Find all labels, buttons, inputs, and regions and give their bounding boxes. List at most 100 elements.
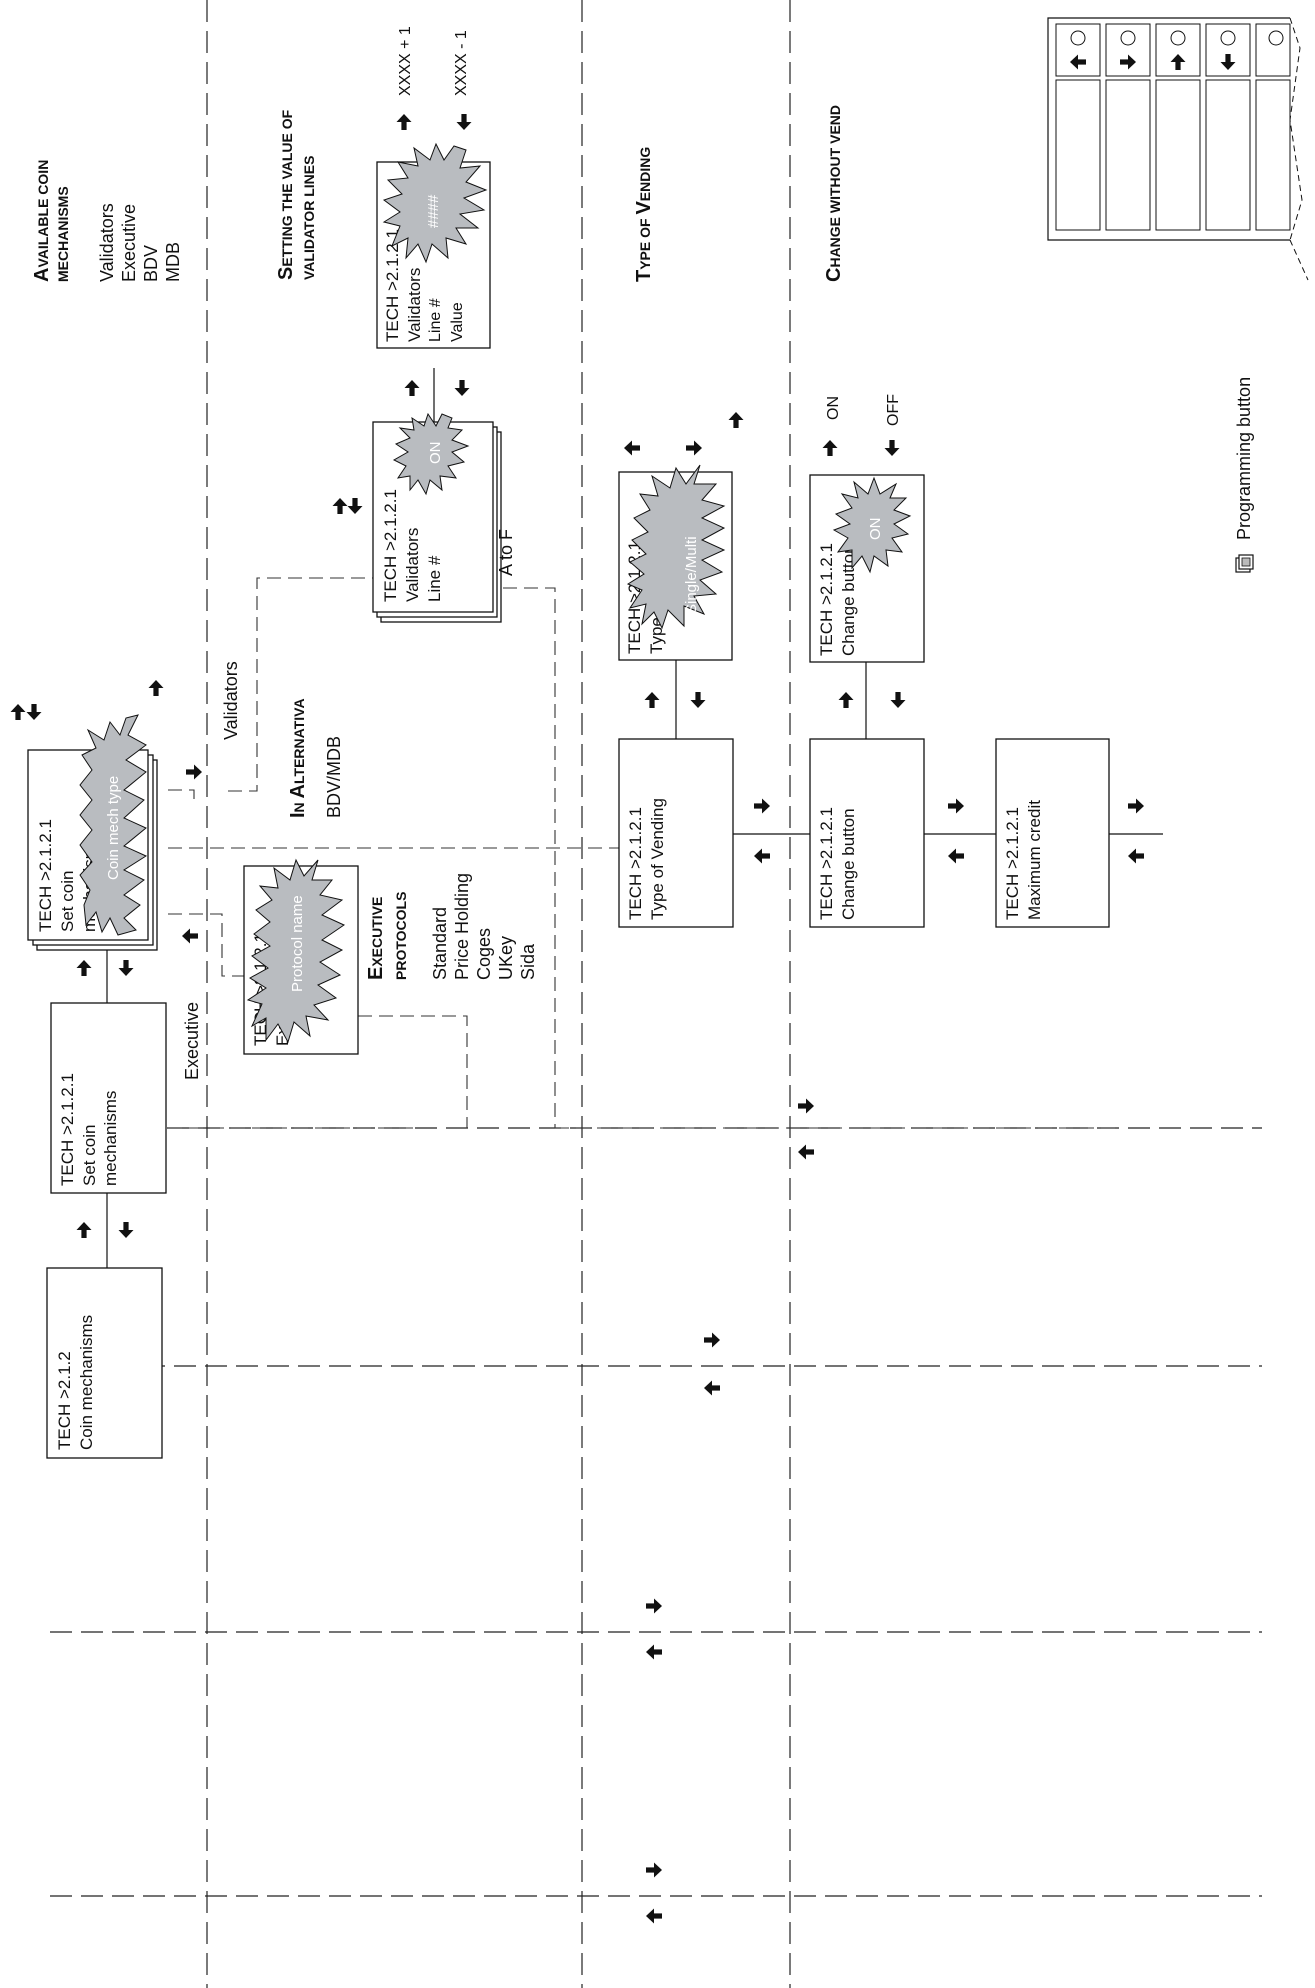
box-coin-mechanisms[interactable]: TECH >2.1.2 Coin mechanisms [46, 1267, 163, 1459]
box-validators-line[interactable]: TECH >2.1.2.1 Validators Line # ON [372, 412, 502, 623]
burst-on-validators [392, 412, 470, 496]
arrow-down-icon [26, 704, 42, 720]
svg-text:Maximum credit: Maximum credit [1025, 800, 1044, 920]
svg-text:Set coin: Set coin [58, 871, 77, 932]
programming-button-icon [1235, 554, 1254, 573]
svg-text:Line #: Line # [425, 555, 444, 602]
svg-text:TECH >2.1.2.1: TECH >2.1.2.1 [383, 229, 402, 342]
arrow-left-icon [704, 1380, 720, 1396]
arrow-down-icon [456, 114, 472, 130]
label-validators: Validators [221, 661, 241, 740]
burst-hash-value [382, 142, 488, 264]
svg-text:TYPE OF VENDING: TYPE OF VENDING [633, 147, 655, 282]
box-change-button-select[interactable]: TECH >2.1.2.1 Change button ON [809, 474, 925, 663]
arrow-up-icon [728, 412, 744, 428]
arrow-down-icon [118, 960, 134, 976]
arrow-up-icon [76, 960, 92, 976]
arrow-right-icon [948, 798, 964, 814]
arrow-up-icon [644, 692, 660, 708]
burst-coin-mech-type [79, 714, 148, 936]
svg-text:PROTOCOLS: PROTOCOLS [393, 892, 409, 980]
svg-text:Coin mechanisms: Coin mechanisms [77, 1315, 96, 1450]
arrow-right-icon [686, 440, 702, 456]
svg-text:####: #### [425, 194, 442, 228]
arrow-up-icon [396, 114, 412, 130]
arrow-right-icon [646, 1862, 662, 1878]
box-type-of-vending-select[interactable]: TECH >2.1.2.1 Type of Vending Single/Mul… [618, 464, 733, 661]
svg-text:ON: ON [867, 518, 884, 541]
box-type-of-vending[interactable]: TECH >2.1.2.1 Type of Vending [618, 738, 734, 928]
svg-text:TECH >2.1.2: TECH >2.1.2 [55, 1351, 74, 1450]
arrow-right-icon [646, 1598, 662, 1614]
arrow-left-icon [1128, 848, 1144, 864]
box-change-button[interactable]: TECH >2.1.2.1 Change button [809, 738, 925, 928]
svg-text:Validators: Validators [405, 268, 424, 342]
arrow-left-icon [948, 848, 964, 864]
svg-text:Validators: Validators [97, 203, 117, 282]
label-xxxx-plus-1: XXXX + 1 [397, 26, 414, 96]
arrow-right-icon [1128, 798, 1144, 814]
svg-text:ON: ON [427, 442, 444, 465]
svg-text:TECH >2.1.2.1: TECH >2.1.2.1 [817, 543, 836, 656]
svg-text:TECH >2.1.2.1: TECH >2.1.2.1 [381, 489, 400, 602]
svg-text:CHANGE WITHOUT VEND: CHANGE WITHOUT VEND [823, 105, 845, 282]
svg-text:AVAILABLE COIN: AVAILABLE COIN [31, 160, 53, 282]
svg-text:BDV/MDB: BDV/MDB [324, 736, 344, 818]
arrow-down-icon [884, 440, 900, 456]
svg-text:BDV: BDV [141, 245, 161, 282]
keypad-key-right [1105, 23, 1151, 231]
box-set-coin-mech-type[interactable]: TECH >2.1.2.1 Set coin mechanisms Coin m… [27, 714, 158, 951]
box-maximum-credit[interactable]: TECH >2.1.2.1 Maximum credit [995, 738, 1110, 928]
arrow-down-icon [347, 498, 363, 514]
label-off: OFF [885, 394, 902, 426]
heading-in-alternativa: IN ALTERNATIVA BDV/MDB [287, 698, 344, 818]
svg-text:IN ALTERNATIVA: IN ALTERNATIVA [287, 698, 309, 818]
svg-text:TECH >2.1.2.1: TECH >2.1.2.1 [817, 807, 836, 920]
svg-text:Change button: Change button [839, 808, 858, 920]
label-xxxx-minus-1: XXXX - 1 [453, 30, 470, 96]
burst-single-multi [626, 464, 726, 630]
svg-text:Value: Value [449, 302, 466, 342]
svg-text:Protocol name: Protocol name [289, 895, 306, 992]
svg-text:Standard: Standard [430, 907, 450, 980]
heading-available-coin-mechanisms: AVAILABLE COIN MECHANISMS Validators Exe… [31, 160, 183, 282]
svg-text:VALIDATOR LINES: VALIDATOR LINES [301, 156, 317, 280]
svg-text:MDB: MDB [163, 242, 183, 282]
arrow-down-icon [690, 692, 706, 708]
svg-text:Coin mech type: Coin mech type [105, 776, 122, 880]
heading-change-without-vend: CHANGE WITHOUT VEND [823, 105, 845, 282]
arrow-up-icon [76, 1222, 92, 1238]
arrow-left-icon [646, 1908, 662, 1924]
arrow-up-icon [838, 692, 854, 708]
svg-text:Validators: Validators [403, 528, 422, 602]
keypad-key-up [1155, 23, 1201, 231]
arrow-left-icon [624, 440, 640, 456]
keypad-key-down [1205, 23, 1251, 231]
svg-text:Executive: Executive [119, 204, 139, 282]
arrow-down-icon [890, 692, 906, 708]
label-on: ON [825, 396, 842, 420]
svg-text:Set coin: Set coin [80, 1125, 99, 1186]
heading-setting-value-validator-lines: SETTING THE VALUE OF VALIDATOR LINES [275, 109, 317, 280]
heading-executive-protocols: EXECUTIVE PROTOCOLS Standard Price Holdi… [365, 873, 538, 980]
arrow-left-icon [646, 1644, 662, 1660]
svg-text:Type of Vending: Type of Vending [648, 798, 667, 920]
svg-text:SETTING THE VALUE OF: SETTING THE VALUE OF [275, 109, 297, 280]
label-executive: Executive [182, 1002, 202, 1080]
svg-text:TECH >2.1.2.1: TECH >2.1.2.1 [1003, 807, 1022, 920]
box-validators-value[interactable]: TECH >2.1.2.1 Validators Line # Value ##… [376, 142, 491, 349]
arrow-up-icon [822, 440, 838, 456]
burst-on-change [832, 476, 912, 574]
arrow-right-icon [704, 1332, 720, 1348]
svg-text:EXECUTIVE: EXECUTIVE [365, 897, 387, 980]
arrow-up-icon [10, 704, 26, 720]
box-set-coin-mechanisms[interactable]: TECH >2.1.2.1 Set coin mechanisms [50, 1002, 167, 1194]
svg-text:Change button: Change button [839, 544, 858, 656]
box-executive[interactable]: TECH >2.1.2.1 Executive Protocol name [243, 858, 359, 1055]
arrow-down-icon [118, 1222, 134, 1238]
arrow-left-icon [182, 928, 198, 944]
label-programming-button: Programming button [1234, 377, 1254, 540]
arrow-right-icon [798, 1098, 814, 1114]
svg-text:Coges: Coges [474, 928, 494, 980]
